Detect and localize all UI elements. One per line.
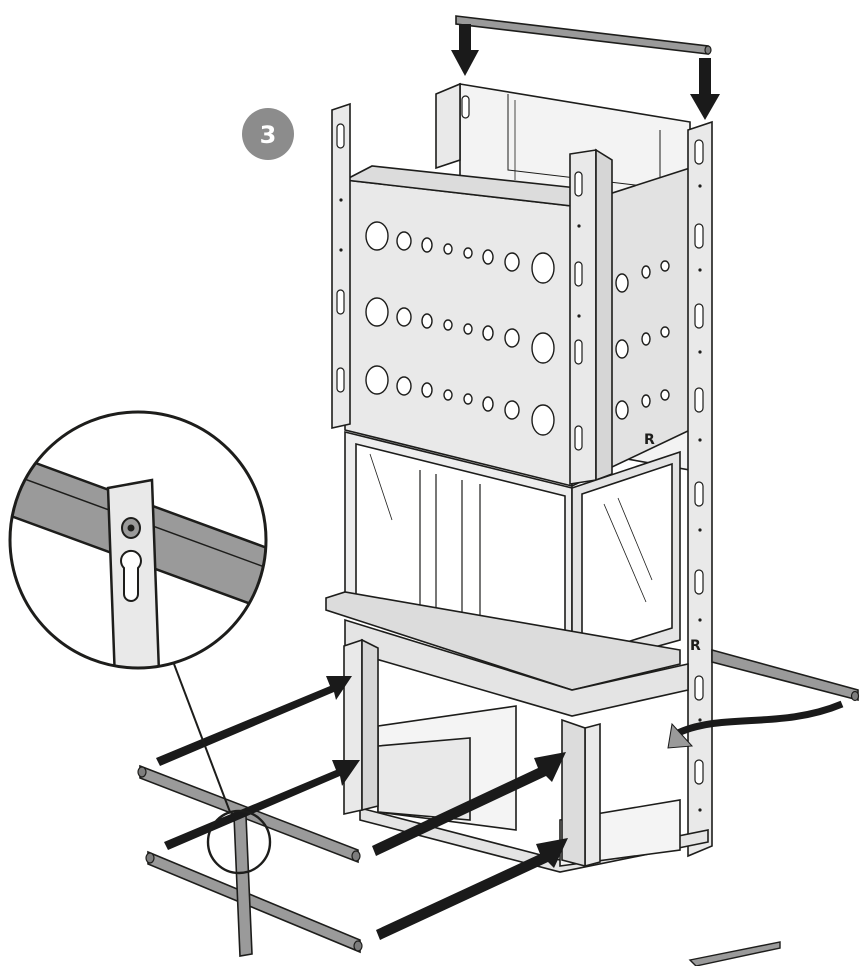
upper-convection-box [342,83,691,488]
right-arrow-icon [156,676,352,766]
right-arrow-icon [372,752,566,856]
firebox [325,430,681,691]
step-badge: 3 [242,108,294,160]
keyhole-slots [336,95,704,785]
down-arrow-icon [451,24,479,76]
step-number: 3 [260,121,277,149]
curved-arrow-icon [667,700,844,749]
frame-mark: R [644,432,655,448]
side-bar [711,648,860,702]
top-crossbar [455,15,712,55]
loose-upright [233,815,253,957]
detail-marker [206,809,272,875]
loose-crossbar [145,850,363,954]
right-arrow-icon [164,760,360,850]
right-arrow-icon [376,838,568,940]
down-arrow-icon [690,58,720,120]
vent-holes [365,221,670,436]
magnifier-callout-icon [8,410,268,670]
callout-leader [173,663,231,813]
partial-bar [688,941,781,966]
rivet-dots [339,184,702,812]
frame-mark: R [690,638,701,654]
